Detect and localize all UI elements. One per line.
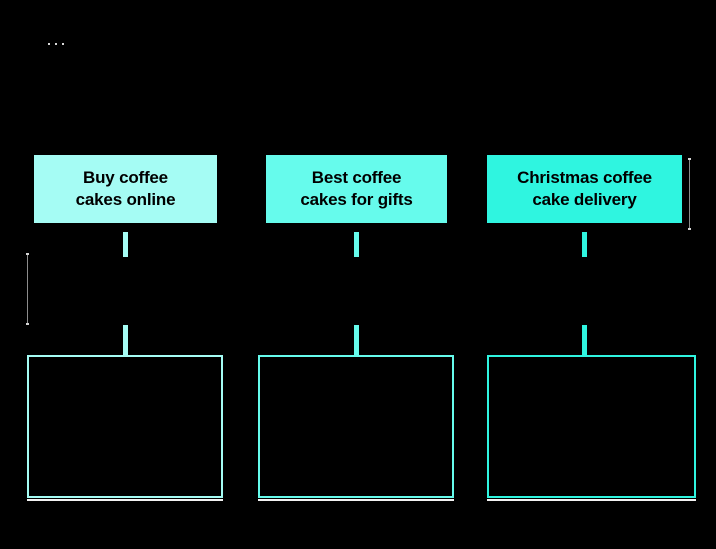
flow-node-bottom-3[interactable] [487,355,696,501]
flow-node-top-1[interactable]: Buy coffee cakes online [34,155,217,223]
right-rail-cap-bottom [688,228,691,230]
ellipsis-dot-1 [48,43,50,45]
flow-node-top-2-label: Best coffee cakes for gifts [300,167,413,209]
flow-node-bottom-1-underglow [27,499,223,501]
connector-upper-2 [354,232,359,257]
flow-node-bottom-2[interactable] [258,355,454,501]
ellipsis-dot-2 [55,43,57,45]
ellipsis-indicator [48,43,64,45]
right-rail-cap-top [688,158,691,160]
ellipsis-dot-3 [62,43,64,45]
flow-node-bottom-3-underglow [487,499,696,501]
connector-lower-1 [123,325,128,356]
connector-upper-1 [123,232,128,257]
connector-upper-3 [582,232,587,257]
left-rail-cap-top [26,253,29,255]
left-rail-cap-bottom [26,323,29,325]
flow-node-bottom-2-underglow [258,499,454,501]
connector-lower-3 [582,325,587,356]
flow-node-top-1-label: Buy coffee cakes online [75,167,176,209]
right-rail-line [688,158,691,230]
flow-node-top-2[interactable]: Best coffee cakes for gifts [266,155,447,223]
flow-node-bottom-1[interactable] [27,355,223,501]
flow-node-top-3[interactable]: Christmas coffee cake delivery [487,155,682,223]
connector-lower-2 [354,325,359,356]
left-rail-line [26,253,29,325]
flow-node-top-3-label: Christmas coffee cake delivery [517,167,652,209]
